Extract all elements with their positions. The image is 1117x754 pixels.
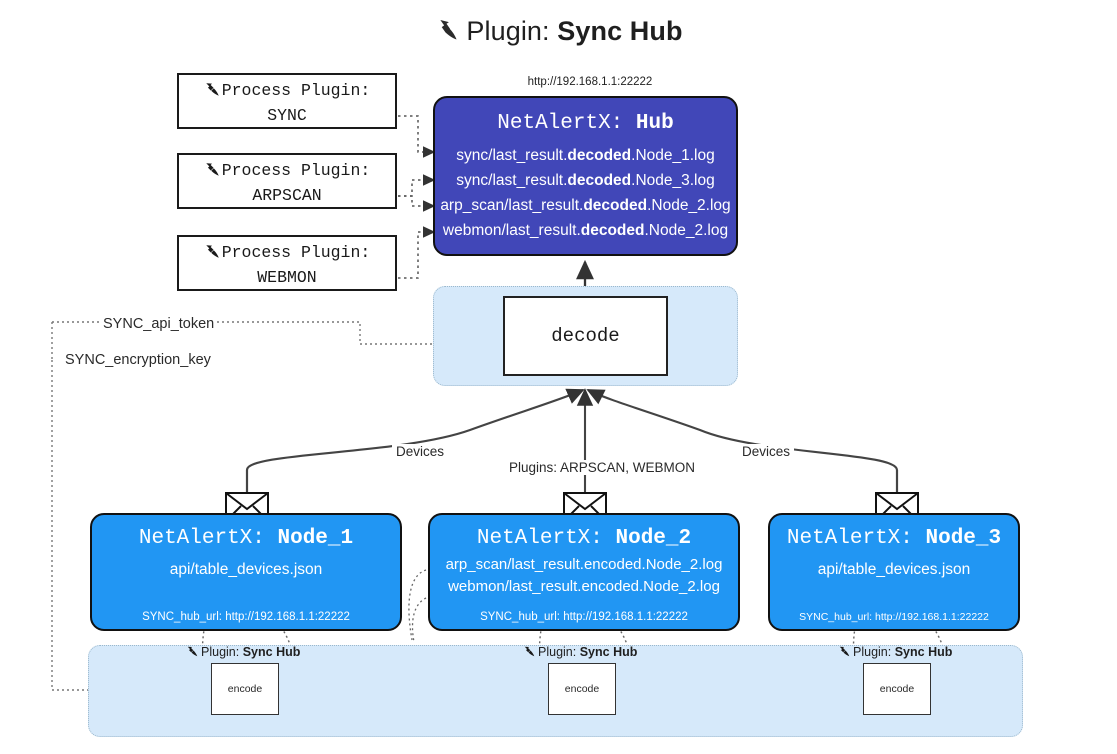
encoder-plugin-label-1: Plugin: Sync Hub	[186, 645, 300, 661]
encoder-label-name: Sync Hub	[894, 645, 953, 659]
node-title-prefix: NetAlertX:	[476, 527, 603, 550]
process-plugin-label: Process Plugin:	[221, 161, 371, 180]
encoder-plugin-label-3: Plugin: Sync Hub	[838, 645, 952, 661]
log-suffix: .Node_2.log	[647, 197, 731, 215]
node-file-line: api/table_devices.json	[169, 561, 323, 578]
log-prefix: sync/last_result.	[456, 147, 568, 164]
process-plugin-label: Process Plugin:	[221, 81, 371, 100]
node-file-list: arp_scan/last_result.encoded.Node_2.log …	[430, 554, 738, 598]
process-plugin-label: Process Plugin:	[221, 243, 371, 262]
process-plugin-name: ARPSCAN	[252, 186, 322, 206]
node-title: NetAlertX: Node_1	[92, 527, 400, 550]
sync-api-token-label: SYNC_api_token	[100, 316, 218, 332]
encoder-plugin-label-2: Plugin: Sync Hub	[523, 645, 637, 661]
title-prefix: Plugin:	[466, 16, 550, 46]
node-hub-url: SYNC_hub_url: http://192.168.1.1:22222	[480, 611, 688, 623]
log-bold: decoded	[583, 197, 648, 215]
log-suffix: .Node_3.log	[631, 172, 715, 190]
process-plugin-box-arpscan[interactable]: Process Plugin: ARPSCAN	[177, 153, 397, 209]
node-title: NetAlertX: Node_3	[770, 527, 1018, 550]
plug-icon	[186, 645, 199, 661]
node-title-name: Node_1	[277, 527, 354, 550]
log-bold: decoded	[580, 222, 645, 240]
page-title: Plugin: Sync Hub	[0, 16, 1117, 50]
encoder-label-prefix: Plugin:	[201, 645, 240, 659]
node-hub-url: SYNC_hub_url: http://192.168.1.1:22222	[799, 611, 989, 623]
encoder-label-prefix: Plugin:	[853, 645, 892, 659]
sync-encryption-key-label: SYNC_encryption_key	[62, 352, 214, 368]
node-title-name: Node_2	[615, 527, 692, 550]
log-suffix: .Node_2.log	[644, 222, 729, 240]
log-bold: decoded	[567, 147, 632, 164]
log-bold: decoded	[567, 172, 632, 190]
encode-box-2[interactable]: encode	[548, 663, 616, 715]
node-box-node-3[interactable]: NetAlertX: Node_3 api/table_devices.json…	[768, 513, 1020, 631]
encoder-label-prefix: Plugin:	[538, 645, 577, 659]
hub-title-name: Hub	[635, 112, 674, 135]
log-prefix: webmon/last_result.	[442, 222, 581, 240]
node-title-name: Node_3	[925, 527, 1002, 550]
edge-label-devices-left: Devices	[392, 444, 449, 459]
node-file-line: webmon/last_result.encoded.Node_2.log	[448, 577, 720, 595]
process-plugin-name: WEBMON	[257, 268, 317, 288]
hub-log-row: arp_scan/last_result.decoded.Node_2.log	[435, 193, 736, 218]
node-file-line: api/table_devices.json	[817, 561, 971, 578]
node-file-list: api/table_devices.json	[770, 559, 1018, 581]
plug-icon	[204, 81, 221, 105]
hub-url-label: http://192.168.1.1:22222	[527, 76, 653, 88]
node-hub-url: SYNC_hub_url: http://192.168.1.1:22222	[142, 611, 350, 623]
plug-icon	[523, 645, 536, 661]
decode-box[interactable]: decode	[503, 296, 668, 376]
hub-log-list: sync/last_result.decoded.Node_1.log sync…	[435, 143, 736, 243]
plug-icon	[204, 243, 221, 267]
edge-label-devices-right: Devices	[738, 444, 795, 459]
hub-log-row: sync/last_result.decoded.Node_3.log	[435, 168, 736, 193]
node-box-node-2[interactable]: NetAlertX: Node_2 arp_scan/last_result.e…	[428, 513, 740, 631]
log-prefix: sync/last_result.	[456, 172, 568, 190]
hub-log-row: webmon/last_result.decoded.Node_2.log	[435, 218, 736, 243]
title-name: Sync Hub	[557, 16, 683, 46]
node-file-list: api/table_devices.json	[92, 559, 400, 581]
encoder-label-name: Sync Hub	[242, 645, 301, 659]
log-suffix: .Node_1.log	[631, 147, 715, 164]
edge-label-plugins: Plugins: ARPSCAN, WEBMON	[505, 460, 700, 475]
hub-log-row: sync/last_result.decoded.Node_1.log	[435, 143, 736, 168]
node-title-prefix: NetAlertX:	[138, 527, 265, 550]
plug-icon	[434, 17, 460, 50]
plug-icon	[838, 645, 851, 661]
encode-box-3[interactable]: encode	[863, 663, 931, 715]
node-title-prefix: NetAlertX:	[786, 527, 913, 550]
plug-icon	[204, 161, 221, 185]
process-plugin-box-sync[interactable]: Process Plugin: SYNC	[177, 73, 397, 129]
log-prefix: arp_scan/last_result.	[440, 197, 584, 215]
hub-title-prefix: NetAlertX:	[497, 112, 624, 135]
encode-box-1[interactable]: encode	[211, 663, 279, 715]
node-file-line: arp_scan/last_result.encoded.Node_2.log	[445, 556, 723, 573]
encoder-label-name: Sync Hub	[579, 645, 638, 659]
node-title: NetAlertX: Node_2	[430, 527, 738, 550]
node-box-node-1[interactable]: NetAlertX: Node_1 api/table_devices.json…	[90, 513, 402, 631]
process-plugin-box-webmon[interactable]: Process Plugin: WEBMON	[177, 235, 397, 291]
hub-node[interactable]: NetAlertX: Hub sync/last_result.decoded.…	[433, 96, 738, 256]
hub-title: NetAlertX: Hub	[435, 112, 736, 135]
process-plugin-name: SYNC	[267, 106, 307, 126]
